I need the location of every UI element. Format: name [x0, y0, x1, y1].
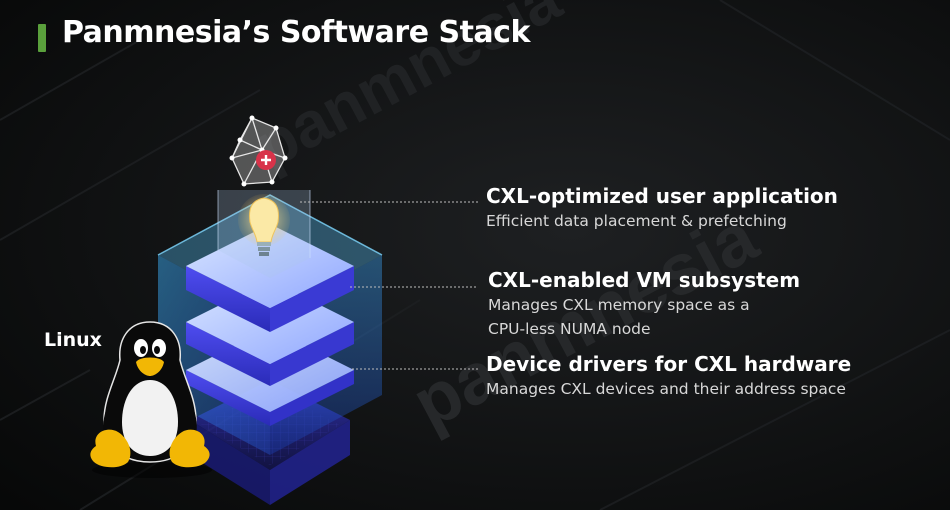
tux-penguin-icon	[90, 321, 212, 478]
layer-app-annotation: CXL-optimized user application Efficient…	[486, 183, 838, 233]
layer-vm-desc-line1: Manages CXL memory space as a	[488, 296, 750, 314]
layer-vm-annotation: CXL-enabled VM subsystem Manages CXL mem…	[488, 267, 800, 341]
layer-slab-app	[186, 224, 354, 332]
layer-drivers-annotation: Device drivers for CXL hardware Manages …	[486, 351, 851, 401]
layer-app-desc-line1: Efficient data placement & prefetching	[486, 212, 787, 230]
network-polyhedron-icon	[229, 115, 288, 187]
connector-lines	[300, 201, 478, 370]
layer-drivers-title: Device drivers for CXL hardware	[486, 352, 852, 376]
lightbulb-icon	[238, 194, 290, 256]
page-title: Panmnesia’s Software Stack	[62, 15, 530, 50]
layer-app-title: CXL-optimized user application	[486, 184, 838, 208]
layer-drivers-desc-line1: Manages CXL devices and their address sp…	[486, 380, 846, 398]
layer-vm-title: CXL-enabled VM subsystem	[488, 268, 801, 292]
title-accent-bar	[38, 24, 46, 52]
layer-vm-desc-line2: CPU-less NUMA node	[488, 320, 651, 338]
linux-label: Linux	[44, 329, 102, 351]
